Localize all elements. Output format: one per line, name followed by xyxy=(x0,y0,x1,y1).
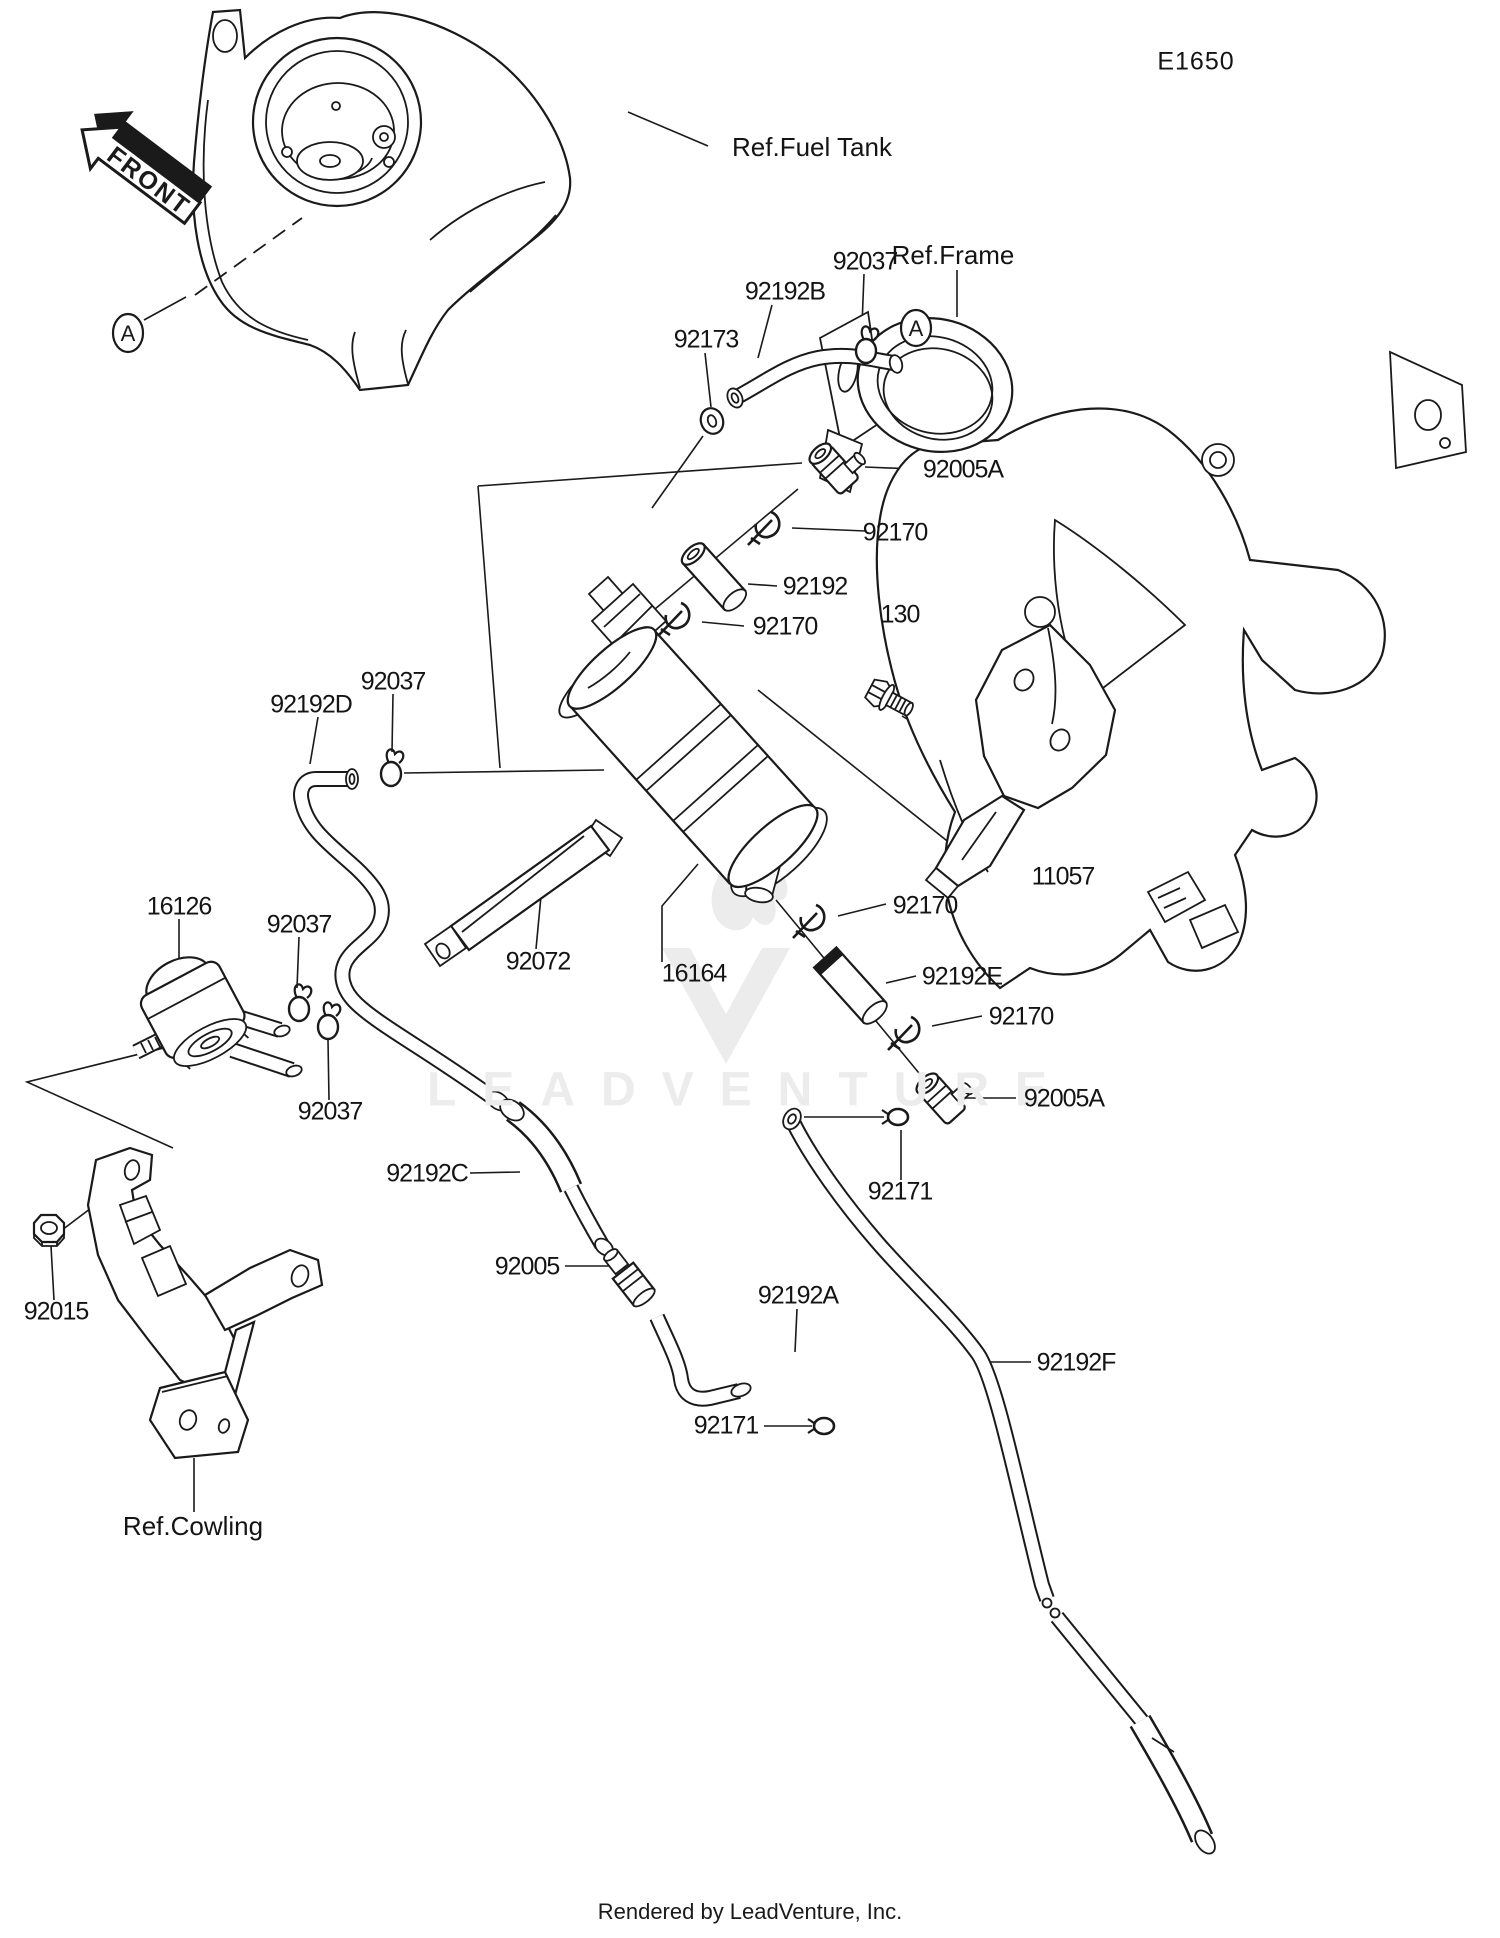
footer-credit: Rendered by LeadVenture, Inc. xyxy=(597,1899,903,1924)
part-label-92005a-a[interactable]: 92005A xyxy=(922,455,1004,484)
part-label-92173[interactable]: 92173 xyxy=(673,325,740,354)
part-label-92170-d[interactable]: 92170 xyxy=(988,1002,1055,1031)
clamp-92170-3 xyxy=(791,903,826,940)
part-label-92192a[interactable]: 92192A xyxy=(757,1281,839,1310)
valve-16126-drawing xyxy=(132,956,303,1078)
detail-marker-a1-letter: A xyxy=(121,321,136,346)
grommet-92173 xyxy=(699,407,725,435)
part-label-92170-c[interactable]: 92170 xyxy=(892,891,959,920)
tube-92192 xyxy=(680,542,748,612)
hose-92192f xyxy=(782,1107,1216,1855)
detail-marker-a1: A xyxy=(111,312,145,354)
fuel-tank-drawing xyxy=(191,8,572,392)
part-label-11057[interactable]: 11057 xyxy=(1031,862,1096,891)
part-label-92192[interactable]: 92192 xyxy=(782,572,849,601)
frame-drawing xyxy=(818,310,1467,990)
part-label-92037-a[interactable]: 92037 xyxy=(832,247,899,276)
bracket-92072-drawing xyxy=(423,818,624,968)
part-label-92037-b[interactable]: 92037 xyxy=(360,667,427,696)
cowling-bracket-drawing xyxy=(86,1146,324,1460)
hose-92192d xyxy=(293,768,510,1112)
part-label-92005a-b[interactable]: 92005A xyxy=(1023,1084,1105,1113)
part-label-92170-a[interactable]: 92170 xyxy=(862,518,929,547)
part-label-92171-b[interactable]: 92171 xyxy=(693,1411,760,1440)
ref-label-frame: Ref.Frame xyxy=(891,240,1015,270)
part-label-92192d[interactable]: 92192D xyxy=(270,690,353,719)
fitting-92005a-2 xyxy=(915,1072,973,1125)
fitting-92005a-1 xyxy=(808,442,866,495)
bracket-11057-drawing xyxy=(924,623,1117,900)
part-label-92192b[interactable]: 92192B xyxy=(744,277,826,306)
canister-16164-drawing xyxy=(558,575,828,904)
sheet-code: E1650 xyxy=(1157,47,1235,76)
clamp-92037-3 xyxy=(287,983,313,1023)
hose-92192a xyxy=(649,1313,752,1407)
part-label-130[interactable]: 130 xyxy=(880,600,921,629)
nut-92015 xyxy=(32,1213,66,1247)
clamp-92037-4 xyxy=(316,1001,342,1041)
clamp-92170-4 xyxy=(886,1015,921,1052)
detail-marker-a2: A xyxy=(899,308,933,348)
tube-92192e xyxy=(812,945,888,1025)
part-label-92037-c[interactable]: 92037 xyxy=(266,910,333,939)
hose-92192c xyxy=(499,1098,614,1257)
leadventure-watermark-text: LEADVENTURE xyxy=(426,1063,1074,1117)
part-label-16164[interactable]: 16164 xyxy=(661,959,728,988)
part-label-92171-a[interactable]: 92171 xyxy=(867,1177,934,1206)
part-label-92192f[interactable]: 92192F xyxy=(1036,1348,1117,1377)
part-label-92192e[interactable]: 92192E xyxy=(921,962,1003,991)
part-label-92072[interactable]: 92072 xyxy=(505,947,572,976)
part-label-16126[interactable]: 16126 xyxy=(146,892,213,921)
joint-92005 xyxy=(603,1248,656,1308)
ref-label-cowling: Ref.Cowling xyxy=(122,1511,264,1541)
leader-lines xyxy=(24,111,1065,1512)
part-label-92192c[interactable]: 92192C xyxy=(386,1159,469,1188)
part-label-92015[interactable]: 92015 xyxy=(23,1297,90,1326)
part-label-92005[interactable]: 92005 xyxy=(494,1252,561,1281)
clamp-92037-2 xyxy=(379,748,405,788)
ref-label-fuel-tank: Ref.Fuel Tank xyxy=(732,132,892,162)
bolt-130 xyxy=(864,678,914,717)
part-label-92037-d[interactable]: 92037 xyxy=(297,1097,364,1126)
detail-marker-a2-letter: A xyxy=(909,316,924,341)
part-label-92170-b[interactable]: 92170 xyxy=(752,612,819,641)
